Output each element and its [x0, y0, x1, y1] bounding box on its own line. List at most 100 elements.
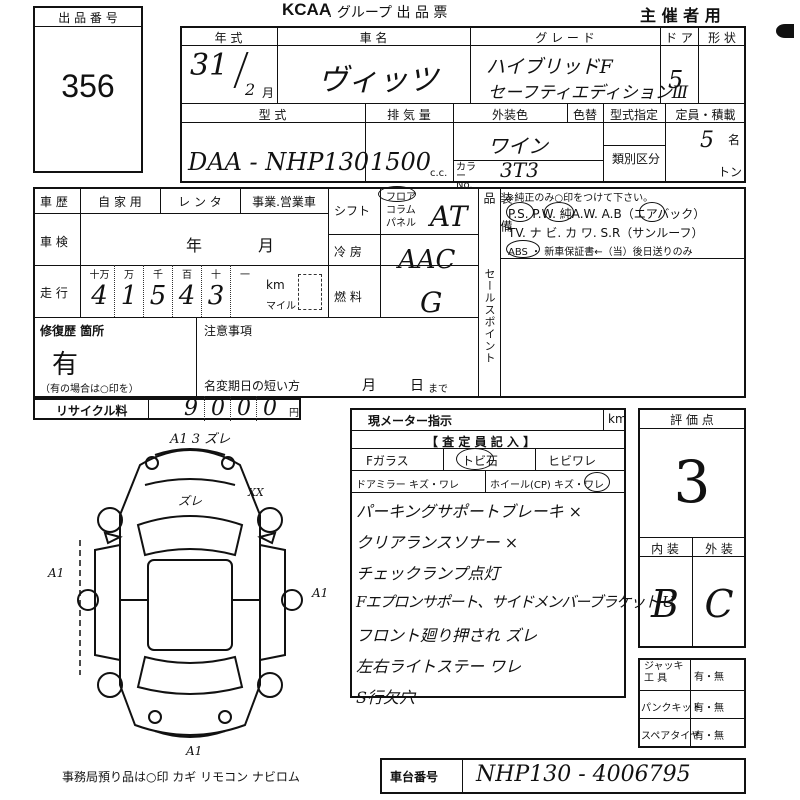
mileage-digit-label: 一	[240, 270, 250, 281]
note-line: クリアランスソナー ×	[356, 533, 519, 552]
car-name-value: ヴィッツ	[318, 63, 438, 98]
ps-circle	[506, 202, 534, 222]
equipment-line-3: ABS ・ 新車保証書←（当）後日送りのみ	[508, 247, 693, 258]
chassis-box	[380, 758, 746, 794]
diagram-mark-left: A1	[48, 566, 65, 580]
note-line: 左右ライトステー ワレ	[356, 657, 522, 676]
color-label: 外装色	[491, 108, 528, 122]
repair-value: 有	[52, 350, 79, 380]
pw-circle	[544, 202, 574, 222]
meter-unit: km	[608, 412, 627, 426]
exterior-value: C	[704, 582, 734, 626]
spare-tire-option: 有・無	[694, 731, 724, 742]
shift-label: シフト	[334, 204, 371, 218]
mileage-digit: 3	[207, 281, 225, 311]
chassis-number: NHP130 - 4006795	[476, 762, 691, 787]
recycle-label: リサイクル料	[56, 404, 128, 418]
office-note: 事務局預り品は○印 カギ リモコン ナビロム	[62, 770, 300, 784]
km-label: km	[266, 278, 285, 292]
recycle-box	[33, 398, 301, 420]
history-option-rental: レ ン タ	[178, 195, 222, 209]
class-label: 類別区分	[612, 152, 661, 166]
grade-value-2: セーフティエディションⅢ	[488, 83, 689, 103]
inspection-label: 車 検	[40, 235, 68, 249]
ac-label: 冷 房	[334, 245, 362, 259]
crack-label: ヒビワレ	[548, 454, 597, 468]
inspection-year: 年	[186, 236, 203, 255]
corner-mark	[776, 24, 794, 38]
type-spec-label: 型式指定	[609, 108, 658, 122]
diagram-mark-top: A1 3 ズレ	[170, 432, 231, 447]
deadline-suffix: まで	[428, 384, 448, 395]
grade-label: グ レ ー ド	[535, 31, 595, 45]
note-line: Fエプロンサポート、サイドメンバーブラケット U	[356, 593, 675, 611]
ab-circle	[639, 202, 665, 222]
equipment-line-2: TV. ナ ビ. カ ワ. S.R（サンルーフ）	[508, 226, 704, 240]
car-diagram	[77, 448, 303, 738]
tools-box	[638, 658, 746, 748]
jack-label: ジャッキ 工 具	[644, 661, 684, 684]
shift-option-column: コラム	[386, 205, 416, 216]
mileage-digit-cell: 一	[230, 265, 259, 317]
puncture-kit-label: パンクキット	[641, 703, 702, 714]
sales-point-label: セールスポイント	[483, 268, 496, 364]
diagram-mark-right: A1	[312, 586, 329, 600]
fuel-label: 燃 料	[334, 290, 362, 304]
recycle-digit: 0	[230, 396, 257, 421]
displacement-unit: c.c.	[430, 168, 448, 179]
car-name-label: 車 名	[359, 31, 388, 45]
inspector-notes: パーキングサポートブレーキ × クリアランスソナー × チェックランプ点灯 Fエ…	[356, 498, 675, 715]
capacity-value: 5	[700, 128, 714, 153]
score-value: 3	[673, 448, 711, 516]
recycle-digit: 0	[204, 396, 231, 421]
recycle-unit: 円	[289, 408, 299, 419]
month-unit: 月	[262, 86, 275, 100]
year-month-value: 2	[245, 80, 256, 99]
lot-label: 出 品 番 号	[58, 11, 118, 25]
year-value: 31	[190, 48, 229, 83]
mileage-digit: 4	[178, 281, 196, 311]
door-value: 5	[668, 66, 684, 94]
wheel-scratch-circle	[584, 472, 610, 492]
mile-checkbox	[298, 274, 322, 310]
displacement-label: 排 気 量	[387, 108, 431, 122]
mileage-digit-label: 十万	[89, 270, 110, 281]
score-label: 評 価 点	[670, 413, 714, 427]
diagram-mark-bottom: A1	[186, 744, 203, 758]
fuel-value: G	[420, 286, 443, 319]
exterior-label: 外 装	[705, 542, 733, 556]
grade-value-1: ハイブリッドF	[486, 56, 613, 78]
chassis-label: 車台番号	[390, 770, 439, 784]
equipment-line-1: P.S. P.W. 純A.W. A.B（エアバック）	[508, 207, 706, 221]
model-value: DAA - NHP130	[188, 148, 370, 176]
interior-label: 内 装	[651, 542, 679, 556]
brand-logo: KCAA	[282, 0, 332, 19]
capacity-label: 定員・積載	[675, 108, 736, 122]
inspector-title: 【 査 定 員 記 入 】	[426, 435, 536, 449]
ac-value: AAC	[398, 245, 456, 275]
repair-note: （有の場合は○印を）	[40, 384, 139, 395]
puncture-kit-option: 有・無	[694, 703, 724, 714]
inspector-box	[350, 408, 626, 698]
front-glass-label: Fガラス	[366, 454, 409, 468]
mirror-label: ドアミラー キズ・ワレ	[356, 480, 459, 491]
year-label: 年 式	[214, 31, 243, 45]
shape-label: 形 状	[708, 31, 736, 45]
mileage-digit: 1	[120, 281, 138, 311]
ton-unit: トン	[718, 165, 743, 179]
history-option-private: 自 家 用	[98, 195, 142, 209]
mileage-digit: 5	[149, 281, 167, 311]
abs-circle	[506, 240, 540, 258]
wheel-label: ホイール(CP) キズ・ワレ	[490, 480, 604, 491]
mile-label: マイル	[266, 301, 296, 312]
color-no-value: 3T3	[500, 158, 539, 182]
shift-floor-circle	[378, 186, 416, 202]
capacity-unit: 名	[728, 133, 741, 147]
history-option-business: 事業.営業車	[252, 195, 316, 209]
equipment-note: ※純正のみ○印をつけて下さい。	[506, 193, 654, 204]
note-line: パーキングサポートブレーキ ×	[356, 502, 583, 521]
deadline-label: 名変期日の短い方	[204, 379, 301, 393]
displacement-value: 1500	[370, 148, 432, 176]
